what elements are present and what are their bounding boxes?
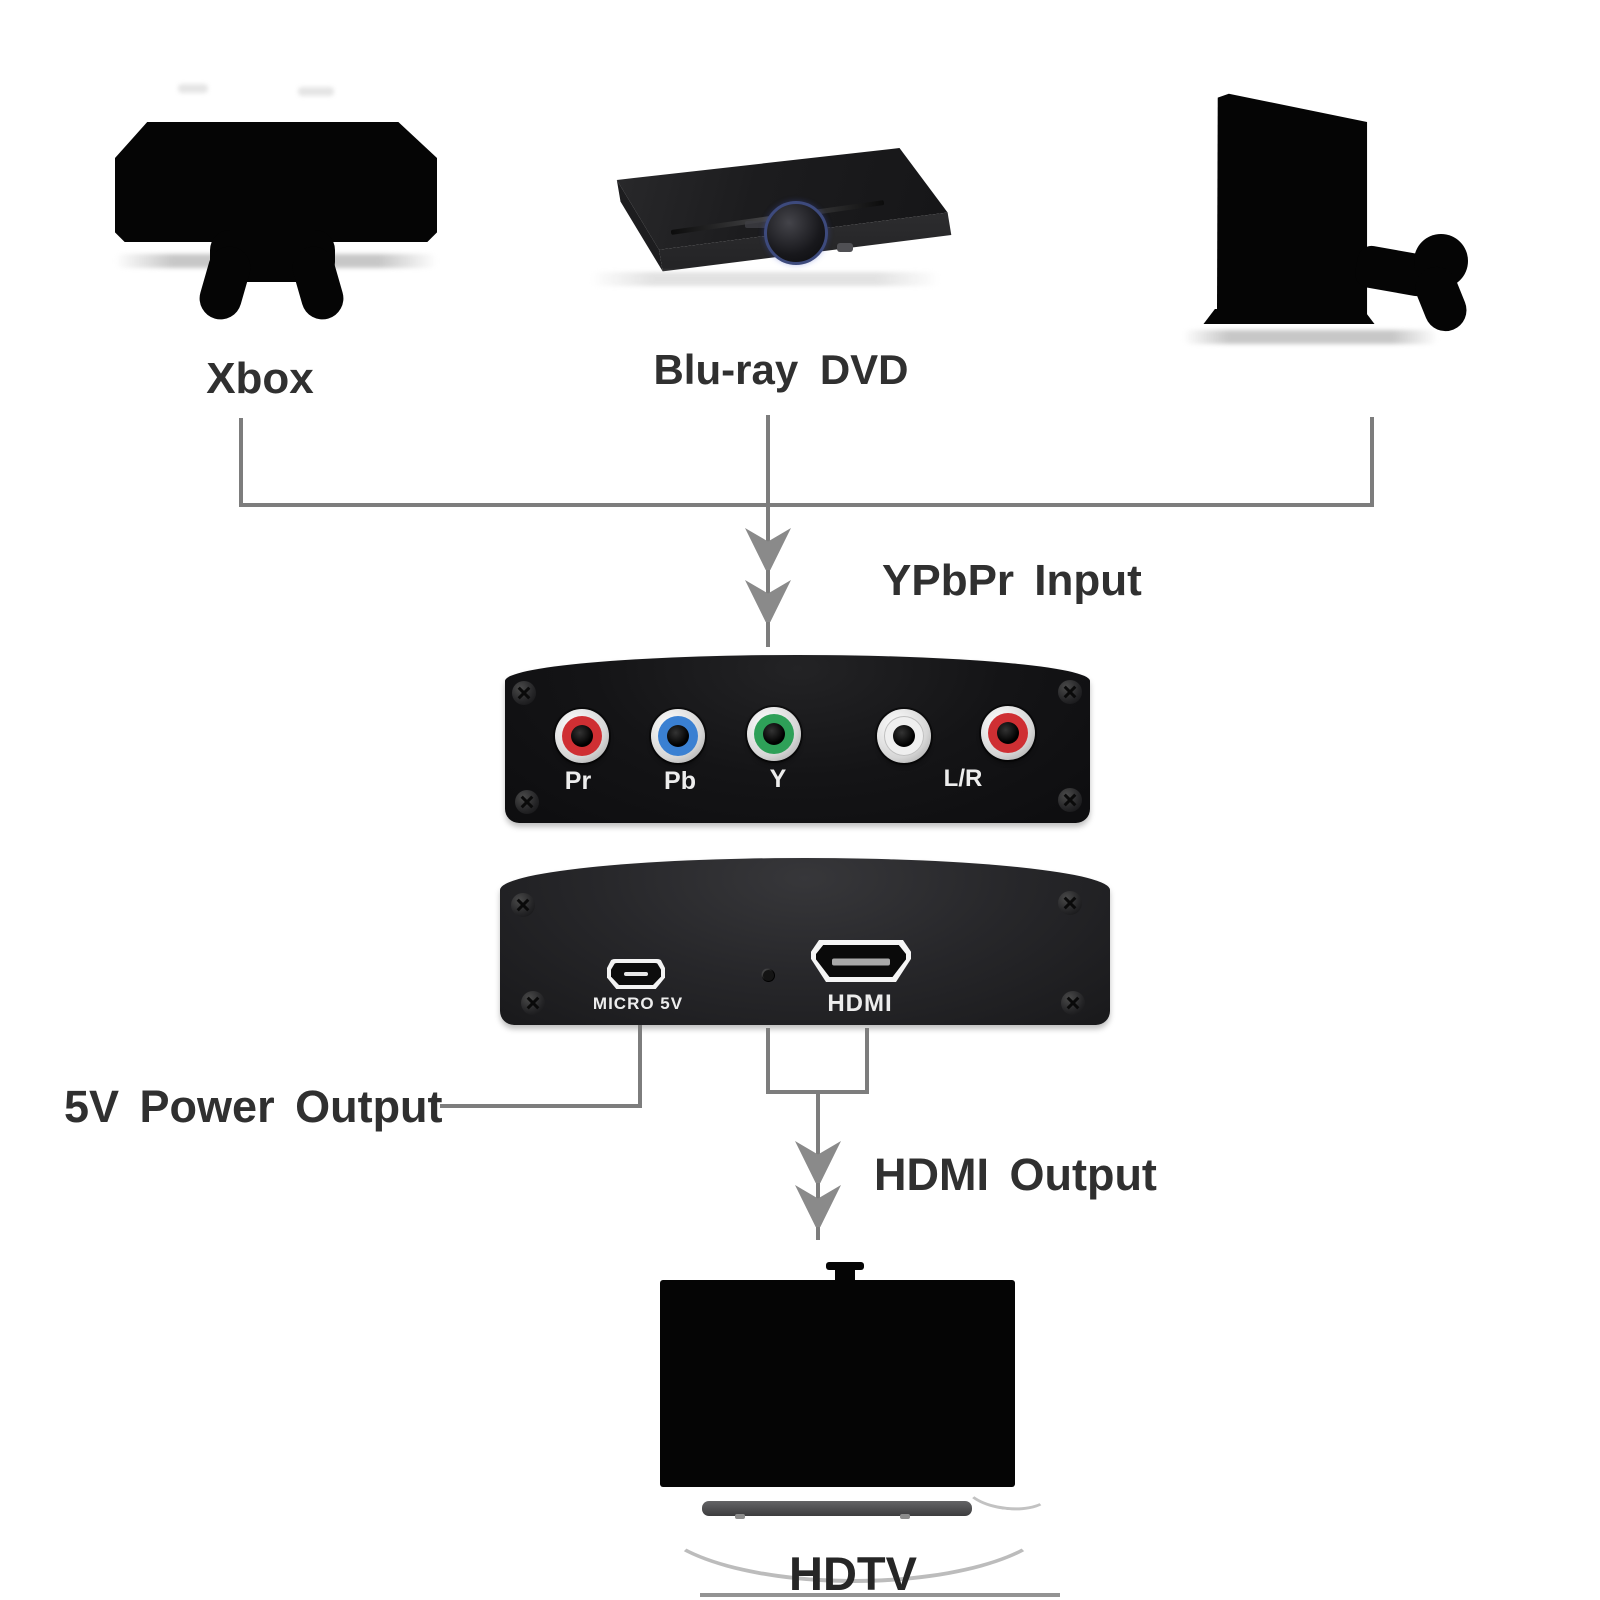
hdtv-stand-foot-nub: [735, 1514, 745, 1519]
converter-rear-panel: MICRO 5V HDMI: [500, 858, 1110, 1025]
screw-icon: [521, 991, 545, 1015]
micro-usb-label: MICRO 5V: [592, 994, 684, 1013]
jack-label-y: Y: [769, 765, 787, 793]
screw-icon: [1058, 680, 1082, 704]
screw-icon: [511, 893, 535, 917]
rca-hole: [571, 725, 593, 747]
hdmi-output-label: HDMI Output: [874, 1149, 1157, 1200]
rca-jack-pb: [651, 709, 705, 763]
rca-ring-blue: [658, 716, 698, 756]
screw-icon: [1058, 788, 1082, 812]
led-indicator: [763, 970, 774, 981]
rca-hole: [763, 723, 785, 745]
hdmi-tongue: [832, 958, 890, 966]
hdmi-port: [811, 940, 911, 982]
hdmi-bracket-left: [766, 1028, 770, 1094]
xbox-console-silhouette: [115, 122, 437, 242]
bluray-player-image: [585, 135, 955, 290]
converter-front-panel: Pr Pb Y L/R: [505, 655, 1090, 823]
hdmi-bracket-horizontal: [766, 1090, 869, 1094]
connector-line-playstation: [1370, 417, 1374, 507]
bottom-crop-line: [700, 1593, 1060, 1597]
tv-camera-cap: [826, 1262, 864, 1270]
bluray-display: [745, 221, 779, 228]
rca-ring-red: [988, 713, 1028, 753]
rca-jack-audio-right: [981, 706, 1035, 760]
jack-label-lr: L/R: [943, 765, 983, 792]
screw-icon: [515, 790, 539, 814]
rca-hole: [997, 722, 1019, 744]
screw-icon: [1061, 991, 1085, 1015]
micro-usb-port: [607, 959, 665, 989]
rca-ring-green: [754, 714, 794, 754]
jack-label-pr: Pr: [564, 767, 592, 795]
screw-icon: [1058, 891, 1082, 915]
connector-line-horizontal: [239, 503, 1374, 507]
hdtv-stand-foot-nub: [900, 1514, 910, 1519]
artifact-smudge: [298, 87, 334, 96]
rca-hole: [667, 725, 689, 747]
rca-jack-y: [747, 707, 801, 761]
ypbpr-arrow-line: [766, 507, 770, 647]
playstation-console-silhouette: [1216, 93, 1368, 323]
rca-jack-pr: [555, 709, 609, 763]
artifact-smudge: [178, 84, 208, 93]
connector-line-xbox: [239, 418, 243, 507]
bluray-label: Blu-ray DVD: [653, 346, 909, 393]
rca-ring-red: [562, 716, 602, 756]
hdmi-label: HDMI: [827, 990, 893, 1017]
power-output-label: 5V Power Output: [64, 1081, 443, 1132]
bluray-knob: [764, 201, 828, 265]
playstation-base: [1203, 309, 1375, 324]
micro-usb-pin: [624, 972, 648, 976]
xbox-label: Xbox: [206, 354, 314, 403]
screw-icon: [512, 681, 536, 705]
connector-line-bluray: [766, 415, 770, 507]
bluray-shadow: [590, 272, 940, 286]
power-line-horizontal: [440, 1104, 642, 1108]
power-line-vertical: [638, 1025, 642, 1108]
rca-jack-audio-left: [877, 709, 931, 763]
jack-label-pb: Pb: [664, 767, 696, 795]
hdtv-stand-arc: [652, 1445, 1056, 1583]
hdtv-label: HDTV: [789, 1547, 917, 1600]
hdmi-bracket-right: [865, 1028, 869, 1094]
bluray-button: [837, 243, 853, 252]
rca-hole: [893, 725, 915, 747]
hdtv-stand-bar: [702, 1501, 972, 1516]
ypbpr-input-label: YPbPr Input: [882, 556, 1142, 605]
playstation-shadow: [1183, 330, 1438, 344]
rca-ring-white: [884, 716, 924, 756]
